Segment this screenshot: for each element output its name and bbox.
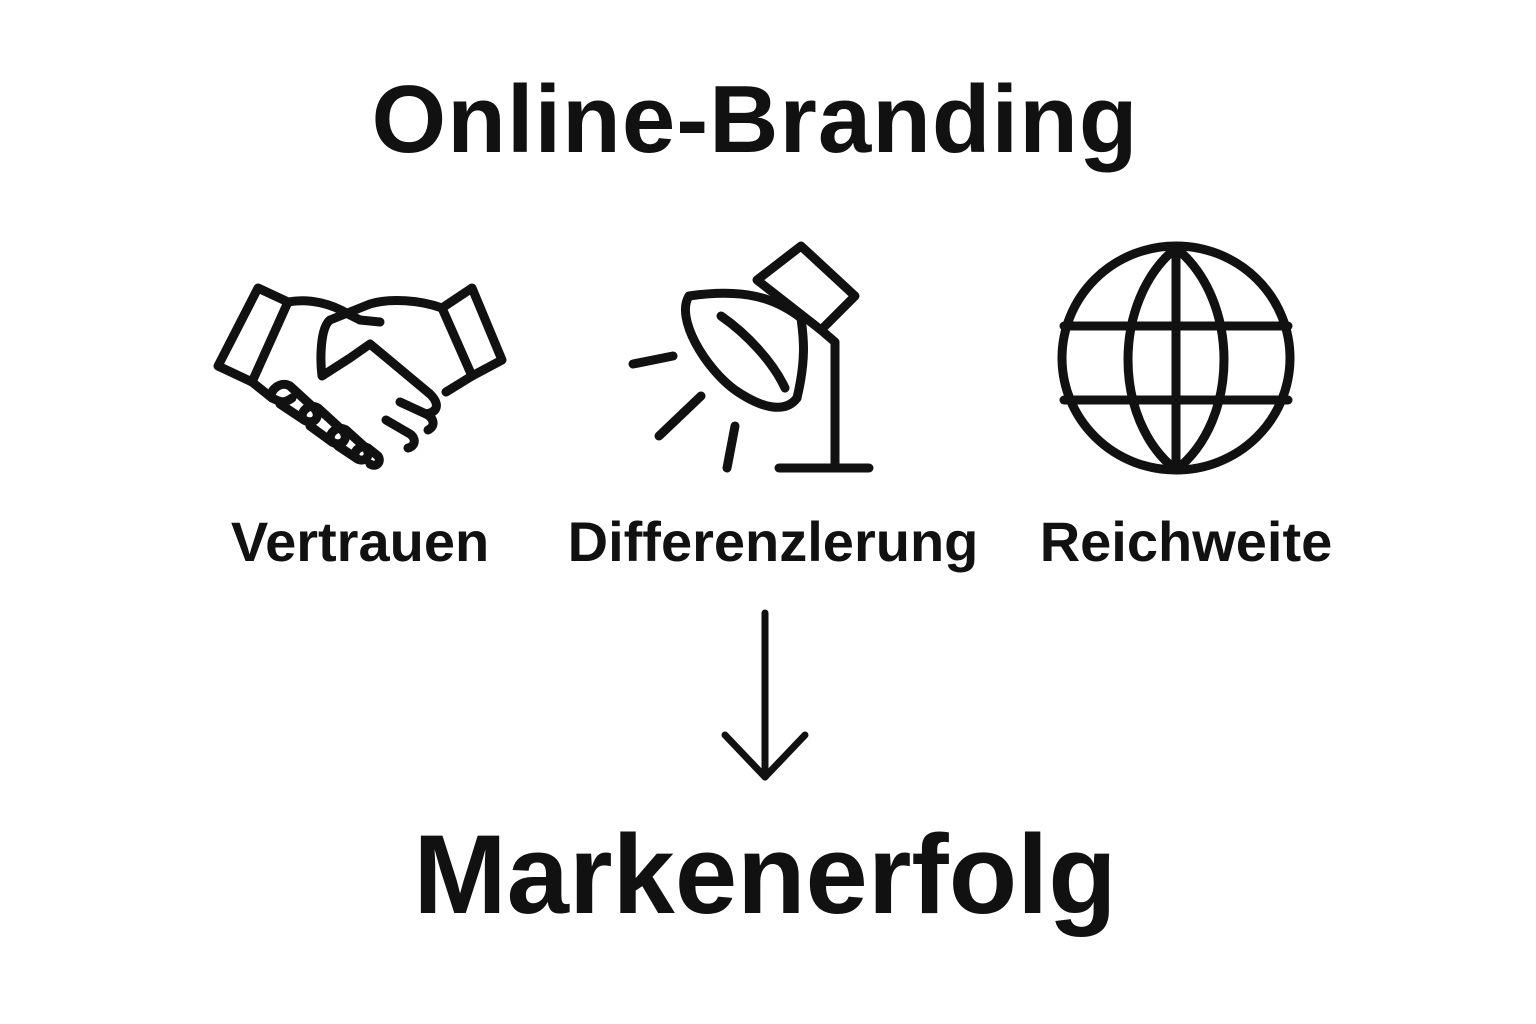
handshake-icon xyxy=(210,280,520,475)
pillar-label-trust: Vertrauen xyxy=(230,510,490,573)
globe-icon xyxy=(1052,240,1302,480)
pillar-label-differentiation: Differenzlerung xyxy=(567,510,979,573)
spotlight-icon xyxy=(625,238,875,478)
arrow-down-icon xyxy=(715,605,815,795)
pillar-label-reach: Reichweite xyxy=(1039,510,1333,573)
diagram-title: Online-Branding xyxy=(371,66,1139,173)
result-label: Markenerfolg xyxy=(413,812,1117,937)
